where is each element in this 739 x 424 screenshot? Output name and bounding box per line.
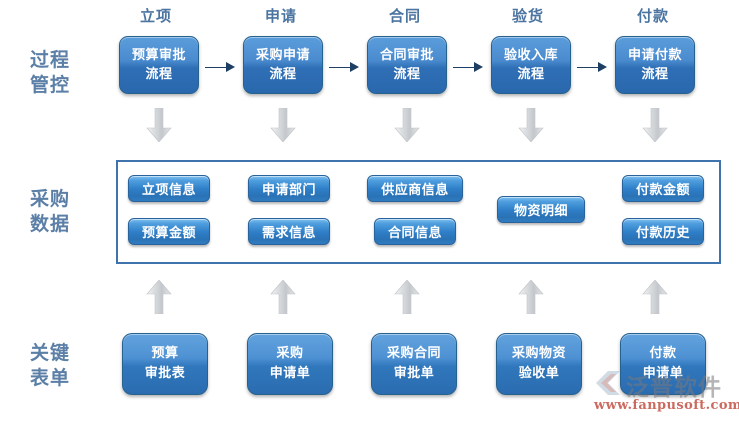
stage-caption-1: 立项: [139, 7, 172, 25]
form-box-3[interactable]: 采购合同审批单: [371, 333, 457, 395]
down-arrow-4-icon: [518, 108, 544, 144]
data-chip-2[interactable]: 预算金额: [128, 218, 210, 245]
process-box-line2: 流程: [145, 67, 173, 82]
up-arrow-2-icon: [270, 280, 296, 316]
form-box-4[interactable]: 采购物资验收单: [496, 333, 582, 395]
form-box-line2: 申请单: [642, 366, 684, 381]
process-box-line1: 预算审批: [131, 48, 186, 63]
form-box-line1: 采购物资: [511, 346, 566, 361]
form-box-line2: 审批表: [144, 366, 186, 381]
arrow-shenqing-to-hetong-icon: [329, 62, 359, 74]
arrow-lixiang-to-shenqing-icon: [205, 62, 235, 74]
process-box-5[interactable]: 申请付款流程: [615, 36, 695, 94]
up-arrow-5-icon: [642, 280, 668, 316]
arrow-hetong-to-yanhuo-icon: [453, 62, 483, 74]
form-box-1[interactable]: 预算审批表: [122, 333, 208, 395]
data-chip-4[interactable]: 需求信息: [248, 218, 330, 245]
form-box-line1: 预算: [151, 346, 179, 361]
process-box-line1: 申请付款: [627, 48, 682, 63]
process-box-4[interactable]: 验收入库流程: [491, 36, 571, 94]
data-chip-9[interactable]: 付款历史: [622, 218, 704, 245]
data-chip-3[interactable]: 申请部门: [248, 175, 330, 202]
row-label-process-control: 过程 管控: [29, 49, 70, 96]
up-arrow-1-icon: [146, 280, 172, 316]
process-box-3[interactable]: 合同审批流程: [367, 36, 447, 94]
process-box-line2: 流程: [641, 67, 669, 82]
process-box-line1: 采购申请: [255, 48, 310, 63]
row-label-procurement-data: 采购 数据: [29, 188, 70, 235]
form-box-line1: 采购: [276, 346, 304, 361]
data-chip-7[interactable]: 物资明细: [497, 196, 585, 223]
process-box-line2: 流程: [517, 67, 545, 82]
process-box-2[interactable]: 采购申请流程: [243, 36, 323, 94]
down-arrow-1-icon: [146, 108, 172, 144]
process-box-line1: 验收入库: [503, 48, 558, 63]
stage-caption-3: 合同: [388, 7, 421, 25]
down-arrow-2-icon: [270, 108, 296, 144]
stage-caption-4: 验货: [511, 7, 544, 25]
data-chip-8[interactable]: 付款金额: [622, 175, 704, 202]
up-arrow-3-icon: [394, 280, 420, 316]
row-label-key-forms: 关键 表单: [29, 342, 70, 389]
process-box-line1: 合同审批: [379, 48, 434, 63]
process-box-line2: 流程: [393, 67, 421, 82]
down-arrow-5-icon: [642, 108, 668, 144]
form-box-5[interactable]: 付款申请单: [620, 333, 706, 395]
data-chip-6[interactable]: 合同信息: [374, 218, 456, 245]
form-box-line2: 申请单: [269, 366, 311, 381]
data-chip-1[interactable]: 立项信息: [128, 175, 210, 202]
form-box-line1: 付款: [649, 346, 677, 361]
form-box-line1: 采购合同: [386, 346, 441, 361]
arrow-yanhuo-to-fukuan-icon: [577, 62, 607, 74]
watermark-url: www.fanpusoft.com: [594, 398, 739, 413]
process-box-line2: 流程: [269, 67, 297, 82]
form-box-line2: 验收单: [518, 366, 560, 381]
stage-caption-2: 申请: [264, 7, 297, 25]
down-arrow-3-icon: [394, 108, 420, 144]
data-chip-5[interactable]: 供应商信息: [367, 175, 463, 202]
up-arrow-4-icon: [518, 280, 544, 316]
procurement-data-panel: [116, 160, 721, 264]
stage-caption-5: 付款: [636, 7, 669, 25]
form-box-2[interactable]: 采购申请单: [247, 333, 333, 395]
form-box-line2: 审批单: [393, 366, 435, 381]
process-box-1[interactable]: 预算审批流程: [119, 36, 199, 94]
